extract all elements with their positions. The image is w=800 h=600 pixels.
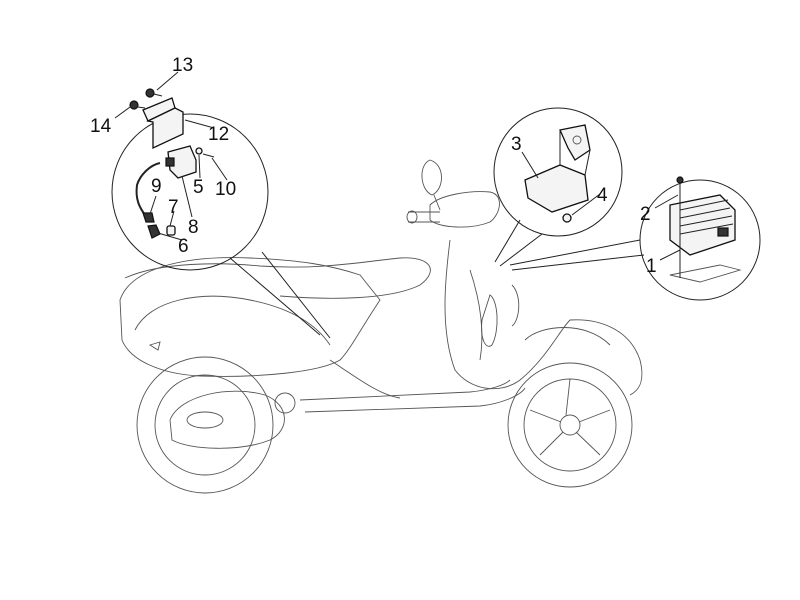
callout-10: 10 <box>215 179 236 200</box>
scooter-outline <box>119 159 643 494</box>
callout-12: 12 <box>208 124 229 145</box>
callout-14: 14 <box>90 116 112 137</box>
callout-5: 5 <box>193 177 204 198</box>
callout-3: 3 <box>511 134 522 155</box>
callout-9: 9 <box>151 176 162 197</box>
voltage-regulator-detail <box>509 176 761 301</box>
callout-7: 7 <box>168 197 179 218</box>
leader-lines <box>114 71 681 261</box>
ignition-coil <box>167 145 197 179</box>
callout-4: 4 <box>597 185 608 206</box>
callout-1: 1 <box>646 256 657 277</box>
callout-13: 13 <box>172 55 193 76</box>
front-wheel <box>507 362 633 488</box>
regulator-bracket-detail <box>493 107 623 267</box>
callout-2: 2 <box>640 204 651 225</box>
callout-labels: 13 14 12 5 10 9 7 8 6 3 4 2 1 <box>90 55 657 277</box>
ignition-coil-detail <box>111 88 331 339</box>
callout-8: 8 <box>188 217 199 238</box>
callout-6: 6 <box>178 236 189 257</box>
rear-wheel <box>136 356 274 494</box>
